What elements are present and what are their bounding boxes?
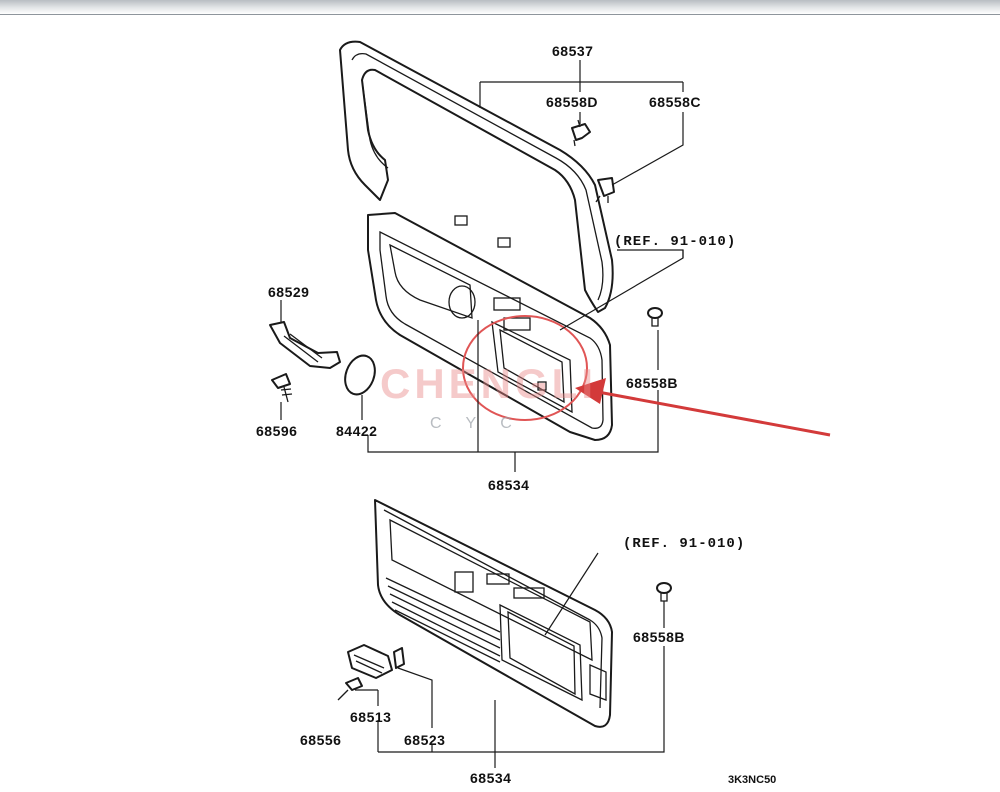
screw-68556-part bbox=[337, 677, 363, 701]
label-68558C: 68558C bbox=[649, 94, 701, 110]
upper-window-trim-part bbox=[339, 40, 614, 313]
clip-68558D-part bbox=[571, 119, 591, 147]
label-ref-top: (REF. 91-010) bbox=[614, 234, 736, 250]
pull-handle-68529-part bbox=[269, 321, 341, 369]
window-top-bar bbox=[0, 0, 1000, 15]
diagram-code: 3K3NC50 bbox=[728, 774, 776, 786]
label-ref-bottom: (REF. 91-010) bbox=[623, 536, 745, 552]
label-68556: 68556 bbox=[300, 732, 341, 748]
label-68513: 68513 bbox=[350, 709, 391, 725]
middle-door-trim-part bbox=[367, 212, 613, 441]
clip-68558B-bottom-part bbox=[656, 582, 672, 602]
lower-door-trim-part bbox=[374, 499, 613, 728]
red-pointer-arrow bbox=[575, 378, 831, 437]
cover-68523-part bbox=[393, 647, 405, 669]
label-68558B-bottom: 68558B bbox=[633, 629, 685, 645]
watermark: CHENGLI CYC bbox=[380, 360, 597, 432]
label-68534-bottom: 68534 bbox=[470, 770, 511, 786]
label-68537: 68537 bbox=[552, 43, 593, 59]
cap-84422-part bbox=[344, 354, 376, 396]
screw-68596-part bbox=[271, 373, 293, 403]
watermark-brand: CHENGLI bbox=[380, 360, 597, 407]
label-68558D: 68558D bbox=[546, 94, 598, 110]
clip-68558B-top-part bbox=[647, 307, 663, 327]
clip-68558C-part bbox=[595, 177, 615, 203]
label-68596: 68596 bbox=[256, 423, 297, 439]
label-84422: 84422 bbox=[336, 423, 377, 439]
inner-handle-68513-part bbox=[347, 644, 393, 679]
highlight-circle bbox=[462, 315, 588, 421]
leader-lines bbox=[280, 60, 684, 768]
label-68558B-top: 68558B bbox=[626, 375, 678, 391]
label-68523: 68523 bbox=[404, 732, 445, 748]
label-68534-top: 68534 bbox=[488, 477, 529, 493]
watermark-sub: CYC bbox=[430, 415, 536, 432]
label-68529: 68529 bbox=[268, 284, 309, 300]
